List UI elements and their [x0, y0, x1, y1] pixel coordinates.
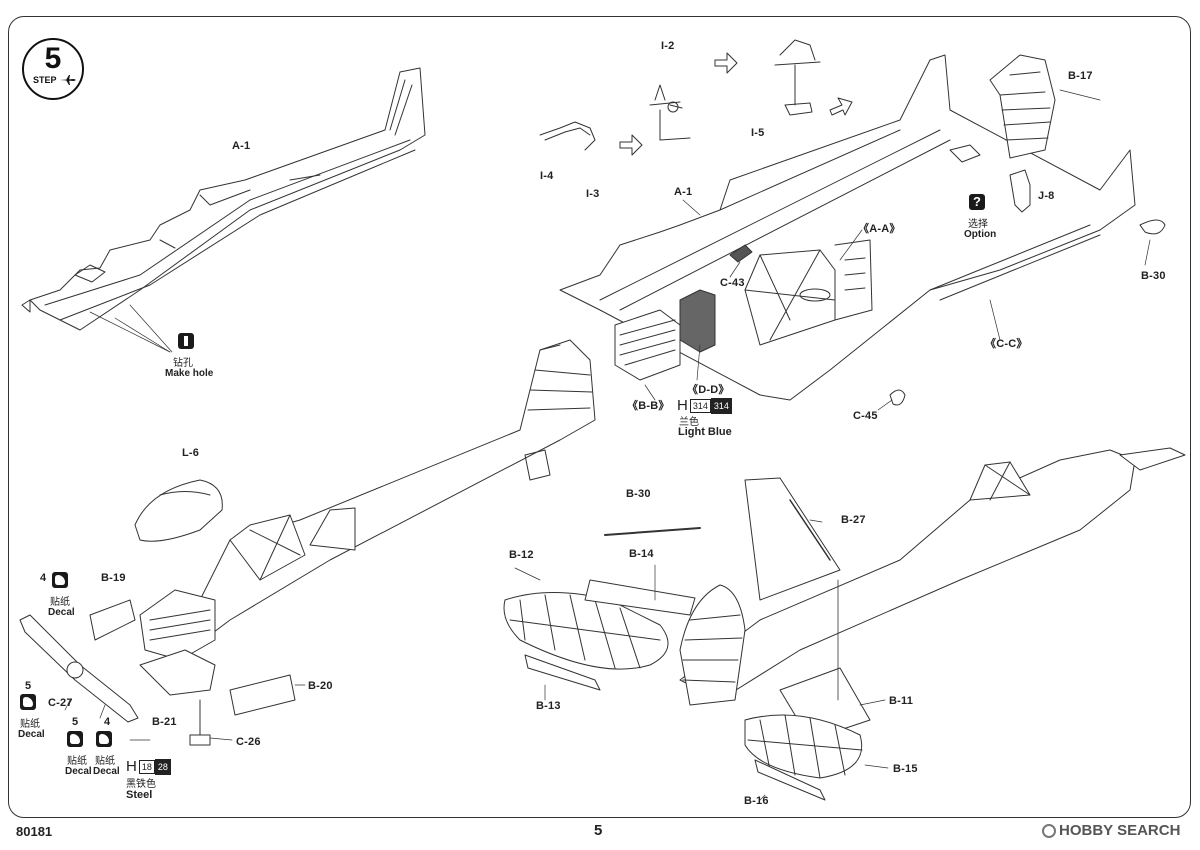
decal-icon — [67, 731, 83, 747]
paint-h-mark: H — [126, 758, 137, 775]
paint-code-box-dark: 314 — [710, 397, 732, 414]
part-label: B-12 — [509, 549, 534, 561]
decal-icon — [96, 731, 112, 747]
steel-cn: 黑铁色 — [126, 779, 156, 790]
section-label: 《B-B》 — [627, 400, 670, 412]
part-label: I-3 — [586, 188, 600, 200]
step-number: 5 — [44, 42, 62, 75]
part-label: C-27 — [48, 697, 73, 709]
paint-code-light-blue: H 314 314 — [677, 397, 732, 414]
decal-cn: 贴纸 — [20, 719, 40, 730]
decal-icon — [20, 694, 36, 710]
page-frame — [8, 16, 1191, 818]
decal-cn: 贴纸 — [50, 597, 70, 608]
option-cn: 选择 — [968, 219, 988, 230]
wings-stabilizers-drawing — [503, 447, 1186, 801]
fuselage-engine-drawing — [19, 339, 596, 746]
part-label: B-30 — [626, 488, 651, 500]
part-label: B-21 — [152, 716, 177, 728]
decal-en: Decal — [93, 766, 120, 777]
decal-number: 5 — [25, 680, 32, 692]
decal-cn: 贴纸 — [95, 756, 115, 767]
part-label: I-5 — [751, 127, 765, 139]
product-code: 80181 — [16, 824, 53, 839]
part-label: B-11 — [889, 695, 914, 707]
section-label: 《A-A》 — [858, 223, 901, 235]
page-number: 5 — [594, 822, 603, 839]
part-label: C-45 — [853, 410, 878, 422]
decal-number: 4 — [104, 716, 111, 728]
make-hole-cn: 钻孔 — [173, 358, 193, 369]
part-label: B-15 — [893, 763, 918, 775]
part-label: B-30 — [1141, 270, 1166, 282]
decal-en: Decal — [18, 729, 45, 740]
paint-code-steel: H 18 28 — [126, 758, 171, 775]
drill-icon — [178, 333, 194, 349]
part-label: L-6 — [182, 447, 200, 459]
decal-cn: 贴纸 — [67, 756, 87, 767]
question-icon: ? — [969, 194, 985, 210]
paint-code-box-dark: 28 — [154, 758, 171, 775]
watermark: HOBBY SEARCH — [1042, 822, 1180, 839]
watermark-logo-icon — [1042, 824, 1056, 838]
paint-h-mark: H — [677, 397, 688, 414]
paint-code-box: 18 — [138, 759, 155, 774]
decal-en: Decal — [48, 607, 75, 618]
fuselage-interior-drawing — [539, 39, 1166, 411]
watermark-text: HOBBY SEARCH — [1059, 822, 1181, 839]
section-label: 《D-D》 — [687, 384, 730, 396]
part-label: B-14 — [629, 548, 654, 560]
decal-number: 5 — [72, 716, 79, 728]
make-hole-en: Make hole — [165, 368, 214, 379]
part-label: B-17 — [1068, 70, 1093, 82]
section-label: 《C-C》 — [985, 338, 1028, 350]
part-label: C-43 — [720, 277, 745, 289]
part-label: B-16 — [744, 795, 769, 807]
light-blue-en: Light Blue — [678, 426, 732, 438]
steel-en: Steel — [126, 789, 153, 801]
step-word: STEP — [33, 75, 57, 85]
option-en: Option — [964, 229, 997, 240]
part-label: B-19 — [101, 572, 126, 584]
part-label: B-13 — [536, 700, 561, 712]
part-label: B-20 — [308, 680, 333, 692]
part-label: B-27 — [841, 514, 866, 526]
decal-icon — [52, 572, 68, 588]
decal-number: 4 — [40, 572, 47, 584]
step-badge: 5 STEP — [22, 38, 84, 100]
light-blue-cn: 兰色 — [679, 417, 699, 428]
part-label: C-26 — [236, 736, 261, 748]
part-label: A-1 — [674, 186, 693, 198]
part-label: I-2 — [661, 40, 675, 52]
part-label: I-4 — [540, 170, 554, 182]
part-label: A-1 — [232, 140, 251, 152]
decal-en: Decal — [65, 766, 92, 777]
part-label: J-8 — [1038, 190, 1055, 202]
fuselage-half-left-drawing — [21, 67, 426, 353]
paint-code-box: 314 — [689, 398, 711, 413]
airplane-icon — [60, 75, 76, 85]
